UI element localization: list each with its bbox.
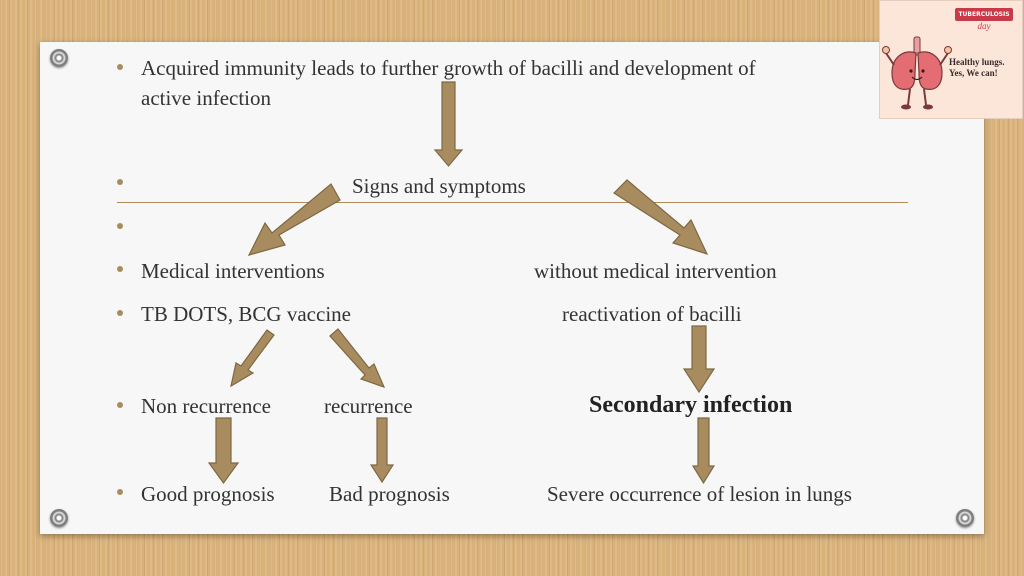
- tuberculosis-day-badge: TUBERCULOSIS day Healthy lungs. Yes, We …: [879, 0, 1023, 119]
- text-active-infection: active infection: [141, 86, 272, 110]
- divider-line: [117, 202, 908, 203]
- badge-message-line2: Yes, We can!: [949, 68, 998, 78]
- arrow-to-good-prognosis: [207, 417, 240, 485]
- slide-card: [40, 42, 984, 534]
- text-non-recurrence: Non recurrence: [141, 394, 271, 418]
- text-bad-prognosis: Bad prognosis: [329, 482, 450, 506]
- bullet: [117, 402, 123, 408]
- arrow-to-medical-interventions: [247, 183, 341, 256]
- arrow-to-severe-occurrence: [691, 417, 716, 485]
- text-secondary-infection: Secondary infection: [589, 392, 793, 418]
- text-medical-interventions: Medical interventions: [141, 259, 325, 283]
- pin-bottom-right: [956, 509, 974, 527]
- text-severe-occurrence: Severe occurrence of lesion in lungs: [547, 482, 852, 506]
- text-reactivation: reactivation of bacilli: [562, 302, 742, 326]
- pin-bottom-left: [50, 509, 68, 527]
- text-tb-dots: TB DOTS, BCG vaccine: [141, 302, 351, 326]
- bullet: [117, 64, 123, 70]
- lungs-mascot-icon: [882, 36, 952, 110]
- arrow-down-to-signs: [433, 81, 464, 167]
- bullet: [117, 310, 123, 316]
- arrow-to-secondary-infection: [682, 325, 716, 394]
- text-signs-symptoms: Signs and symptoms: [352, 174, 526, 198]
- pin-top-left: [50, 49, 68, 67]
- bullet: [117, 489, 123, 495]
- bullet: [117, 223, 123, 229]
- badge-day-text: day: [977, 21, 991, 31]
- arrow-to-bad-prognosis: [369, 417, 395, 484]
- bullet: [117, 179, 123, 185]
- bullet: [117, 266, 123, 272]
- arrow-to-recurrence: [329, 328, 386, 389]
- text-recurrence: recurrence: [324, 394, 413, 418]
- arrow-to-non-recurrence: [230, 329, 275, 388]
- text-acquired-immunity: Acquired immunity leads to further growt…: [141, 56, 756, 80]
- text-good-prognosis: Good prognosis: [141, 482, 275, 506]
- arrow-to-without-intervention: [613, 179, 709, 255]
- badge-message-line1: Healthy lungs.: [949, 57, 1005, 67]
- badge-banner: TUBERCULOSIS: [955, 8, 1013, 21]
- text-without-medical-intervention: without medical intervention: [534, 259, 777, 283]
- badge-message: Healthy lungs. Yes, We can!: [949, 57, 1021, 79]
